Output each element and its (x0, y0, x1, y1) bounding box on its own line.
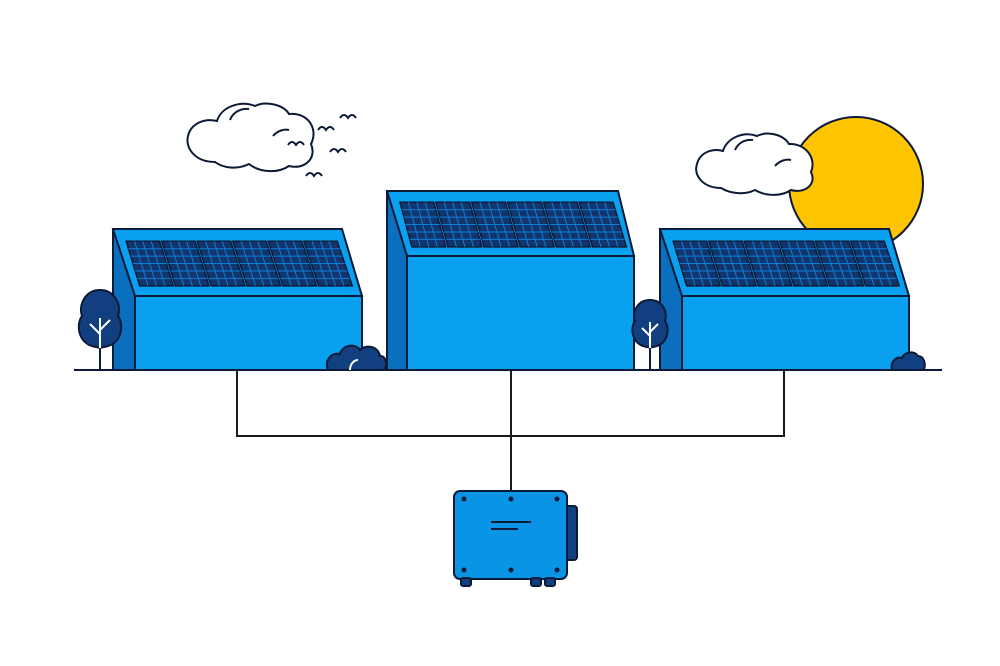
solar-panel-row-center (399, 201, 628, 248)
center-building (385, 190, 636, 371)
bird-icon (287, 141, 305, 147)
bush-icon (326, 344, 388, 371)
tree-icon (77, 288, 123, 370)
tree-icon (631, 298, 669, 370)
bird-icon (339, 114, 357, 120)
bird-icon (317, 126, 335, 132)
wiring (236, 370, 785, 492)
cloud-icon (695, 132, 814, 196)
solar-panel-row-right (672, 240, 901, 287)
bird-icon (305, 172, 323, 178)
birds-group (287, 114, 357, 178)
cloud-icon (186, 102, 315, 172)
left-building (111, 228, 364, 371)
bird-icon (329, 148, 347, 154)
right-building (658, 228, 911, 371)
inverter-icon (453, 490, 578, 587)
solar-panel-row-left (125, 240, 354, 287)
bush-icon (890, 351, 926, 371)
